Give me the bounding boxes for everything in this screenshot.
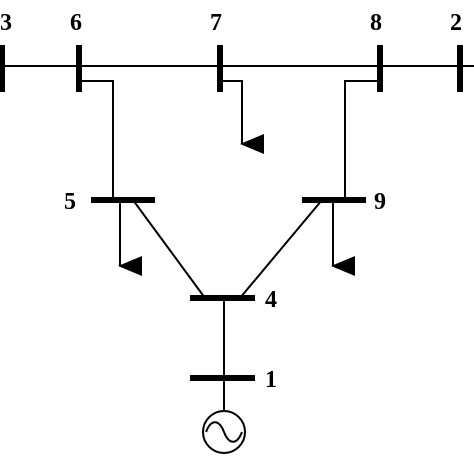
ac-generator-icon — [202, 410, 246, 454]
bus-label-3: 3 — [0, 10, 12, 36]
bus-label-9: 9 — [374, 189, 386, 215]
bus-label-1: 1 — [265, 367, 277, 393]
bus-label-2: 2 — [450, 10, 462, 36]
bus-label-4: 4 — [265, 287, 277, 313]
line-9-4 — [239, 199, 323, 299]
bus-label-8: 8 — [370, 10, 382, 36]
load-7-feeder — [220, 80, 243, 135]
bus-label-5: 5 — [64, 189, 76, 215]
bus-label-6: 6 — [70, 10, 82, 36]
line-6-5 — [79, 80, 114, 200]
line-5-4 — [132, 199, 206, 299]
bus-label-7: 7 — [210, 10, 222, 36]
line-8-9 — [344, 80, 380, 200]
